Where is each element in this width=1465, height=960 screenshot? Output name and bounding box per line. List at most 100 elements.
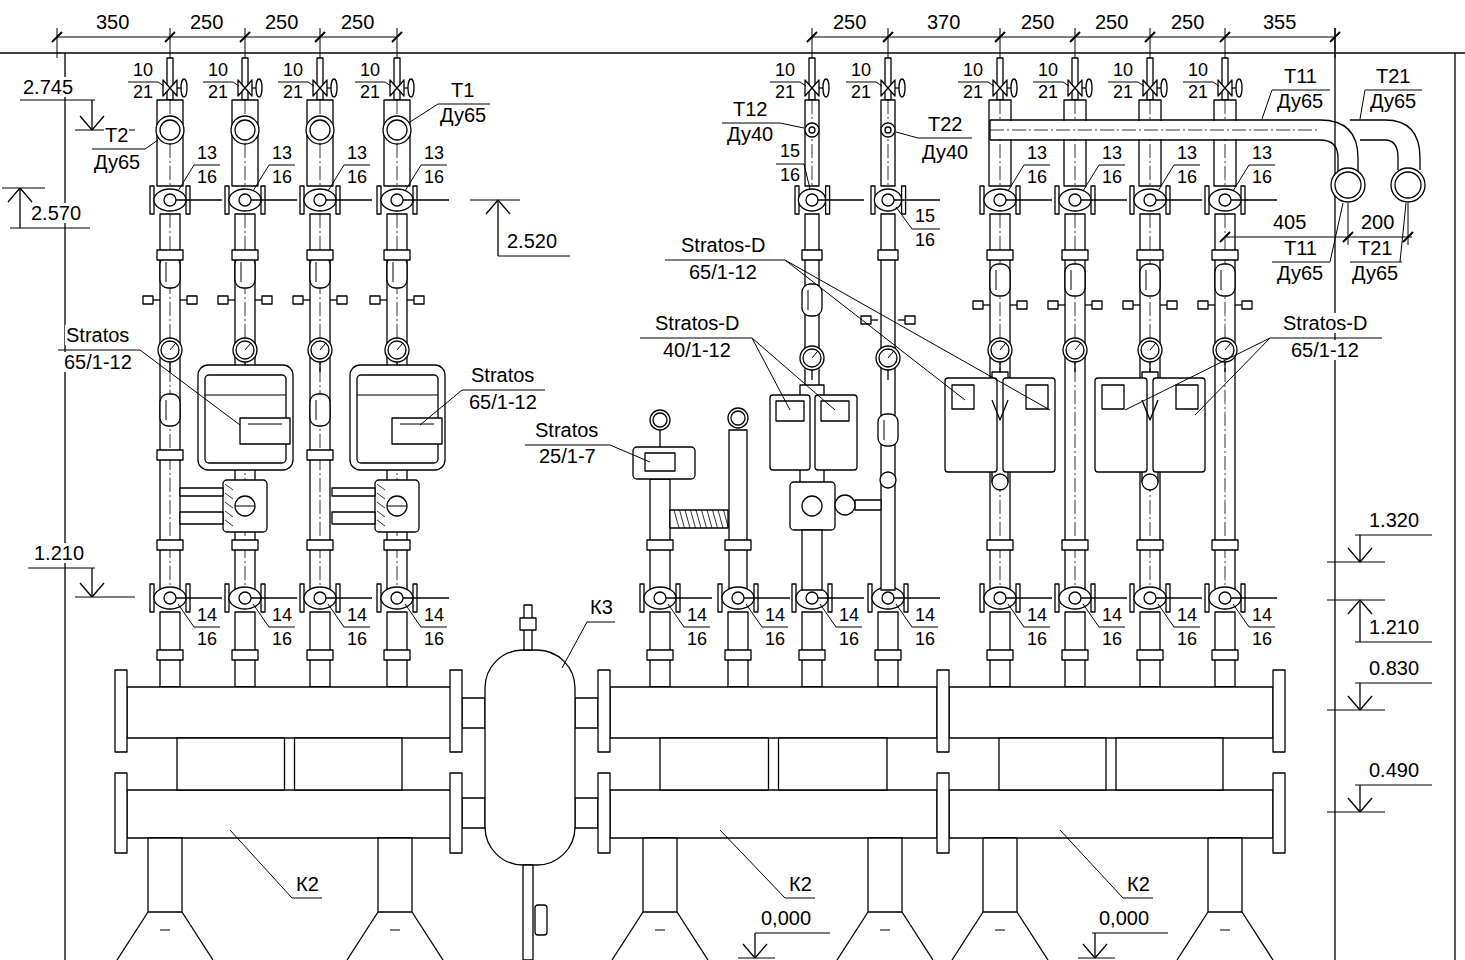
drawing-label: 21 [774, 83, 796, 101]
support-base [902, 912, 933, 960]
flex-hose-hatch [696, 510, 701, 528]
valve-handle [1006, 199, 1052, 200]
drawing-label: 13 [271, 144, 293, 162]
sight-glass [387, 256, 407, 288]
flex-hose [670, 510, 728, 528]
pressure-gauge [158, 338, 182, 362]
drain-valve [535, 905, 547, 935]
pipe-section [1391, 168, 1425, 202]
valve-handle [251, 199, 297, 200]
dimension-tick [1220, 232, 1230, 242]
valve-hatch [377, 511, 385, 517]
ball-valve-ball [391, 592, 403, 604]
pipe-section [809, 127, 815, 133]
leader-line [780, 123, 804, 128]
drain-tap [180, 299, 187, 300]
gauge-stem [1149, 362, 1150, 372]
elevation-shelf [1092, 933, 1168, 934]
elevation-mark [92, 116, 104, 130]
ball-valve-ball [239, 592, 251, 604]
thermometer [731, 411, 745, 425]
elevation-mark [1359, 683, 1360, 710]
level-line [1327, 562, 1385, 563]
drain-tap [1242, 301, 1252, 309]
leader-line [746, 604, 762, 627]
drain-tap [153, 299, 160, 300]
sight-glass [990, 264, 1010, 296]
separator-nozzle [575, 698, 598, 728]
drawing-label: 14 [346, 606, 368, 624]
pipe-section [1331, 168, 1365, 202]
elevation-mark [1360, 548, 1372, 562]
drawing-label: 250 [1170, 12, 1205, 32]
valve-handle [894, 597, 940, 598]
drawing-label: Ду65 [1276, 263, 1324, 283]
elevation-mark [1083, 944, 1095, 958]
drain-tap [414, 296, 424, 304]
callout-shelf [194, 165, 220, 166]
elevation-mark [19, 188, 20, 228]
drain-tap [1235, 304, 1242, 305]
mixing-valve-ball [387, 506, 407, 507]
dimension-tick [883, 32, 893, 42]
sight-glass-mark [241, 262, 242, 282]
valve-handle [176, 199, 222, 200]
drawing-label: 16 [1251, 630, 1273, 648]
sight-glass [235, 256, 255, 288]
callout-shelf [292, 898, 322, 899]
extension-line [397, 28, 398, 58]
drain-tap [871, 319, 878, 320]
pressure-gauge [988, 338, 1012, 362]
sight-glass-mark [1146, 270, 1147, 290]
leader-line [385, 82, 391, 86]
leader-line [1158, 165, 1174, 191]
leader-line [785, 260, 1050, 410]
dimension-tick [392, 32, 402, 42]
flex-hose-hatch [680, 510, 685, 528]
drawing-label: 13 [1176, 144, 1198, 162]
pressure-gauge [236, 341, 254, 359]
drawing-label: 21 [962, 83, 984, 101]
drawing-label: 21 [850, 83, 872, 101]
pipe-clamp [384, 650, 410, 660]
pipe-clamp [232, 650, 258, 660]
separator-nozzle [462, 698, 485, 728]
support-base [837, 912, 868, 960]
leader-line [785, 260, 965, 400]
gauge-needle [1000, 343, 1006, 350]
pipe-clamp [875, 650, 901, 660]
header-plate [177, 738, 285, 790]
header-flange [598, 670, 610, 752]
extension-line [57, 28, 58, 58]
drawing-label: Т12 [732, 99, 768, 119]
header-flange [1273, 773, 1285, 853]
drawing-label: 14 [196, 606, 218, 624]
leader-line [1063, 82, 1069, 86]
dimension-tick [1343, 232, 1353, 242]
shutoff-valve [313, 80, 327, 96]
center-line [1150, 100, 1151, 186]
drawing-label: 200 [1360, 212, 1395, 232]
handwheel [256, 79, 262, 97]
level-line [470, 200, 520, 201]
drawing-label: 21 [207, 83, 229, 101]
drain-tap [380, 299, 387, 300]
drawing-label: 14 [423, 606, 445, 624]
drawing-label: 21 [1112, 83, 1134, 101]
drain-tap [1160, 304, 1167, 305]
pipe-clamp [307, 450, 333, 460]
gauge-needle [245, 343, 251, 350]
drawing-label: 16 [1176, 168, 1198, 186]
elevation-mark [1348, 548, 1360, 562]
elevation-mark [80, 116, 92, 130]
elevation-shelf [498, 256, 570, 257]
elevation-shelf [755, 933, 830, 934]
valve-handle [1081, 199, 1127, 200]
drain-tap [898, 319, 905, 320]
pump-motor [1095, 378, 1147, 472]
leader-line [752, 338, 835, 410]
drawing-label: 14 [1251, 606, 1273, 624]
elevation-mark [498, 200, 510, 214]
header-pipe [127, 687, 452, 738]
pressure-gauge [308, 338, 332, 362]
